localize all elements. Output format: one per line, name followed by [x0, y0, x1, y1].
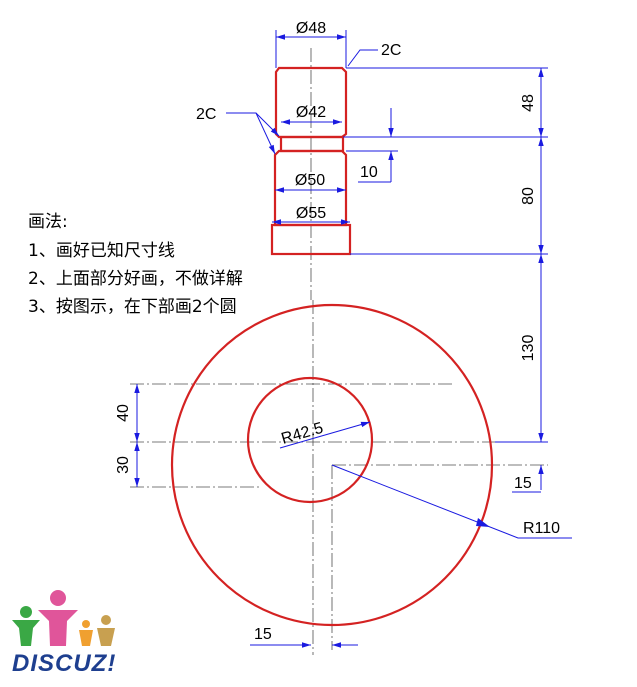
- neck-section-outline: [279, 135, 345, 153]
- label-dim15-bottom: 15: [254, 626, 272, 643]
- notes-step-2: 2、上面部分好画，不做详解: [28, 269, 243, 289]
- bottom-section-outline: [270, 223, 352, 256]
- notes-step-1: 1、画好已知尺寸线: [28, 241, 175, 261]
- notes-step-3: 3、按图示，在下部画2个圆: [28, 297, 237, 317]
- leader-r110: [331, 464, 572, 539]
- label-dim48: 48: [520, 94, 537, 112]
- label-r110: R110: [523, 520, 560, 537]
- label-dia48: Ø48: [296, 20, 326, 37]
- discuz-logo-text: DISCUZ!: [12, 650, 117, 677]
- label-r42-5: R42.5: [279, 420, 325, 448]
- label-dia42: Ø42: [296, 104, 326, 121]
- dimension-labels: Ø48 2C 2C Ø42 Ø50 Ø55 10 48 80 130 40 30…: [115, 20, 560, 643]
- label-dim130: 130: [520, 335, 537, 362]
- leader-r42-5: [279, 421, 371, 449]
- label-dim10: 10: [360, 164, 378, 181]
- label-chamfer-left: 2C: [196, 106, 216, 123]
- label-dim30: 30: [115, 456, 132, 474]
- center-lines: [130, 48, 548, 655]
- notes-title: 画法:: [28, 212, 68, 232]
- label-dim40: 40: [115, 404, 132, 422]
- label-dim80: 80: [520, 187, 537, 205]
- inner-circle-r42-5: [246, 376, 374, 504]
- family-figures-icon: [12, 590, 115, 646]
- part-outline: [170, 66, 494, 627]
- label-dia55: Ø55: [296, 205, 326, 222]
- leader-2c-left-b: [255, 112, 276, 155]
- leader-2c-top: [347, 49, 378, 67]
- leader-2c-left-a: [226, 112, 280, 137]
- dimension-lines: [134, 30, 572, 648]
- outer-circle-r110: [170, 303, 494, 627]
- label-chamfer-top: 2C: [381, 42, 401, 59]
- label-dia50: Ø50: [295, 172, 325, 189]
- arrow-r110: [476, 518, 490, 527]
- label-dim15-right: 15: [514, 475, 532, 492]
